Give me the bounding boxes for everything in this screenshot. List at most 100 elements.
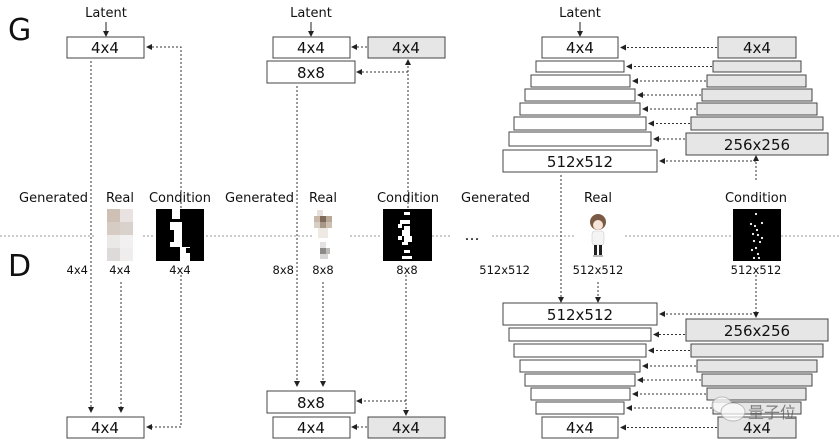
- real-res: 8x8: [312, 263, 333, 277]
- d-cond-block: [706, 387, 807, 401]
- keypoint-dot: [756, 233, 760, 237]
- condition-res: 8x8: [396, 263, 417, 277]
- g-cond-block-label: 4x4: [392, 39, 420, 57]
- d-cond-block-label: 4x4: [392, 419, 420, 437]
- keypoint-dot: [754, 246, 758, 250]
- real-image-4x4: [107, 209, 133, 261]
- real-label: Real: [309, 191, 337, 206]
- d-block-label: 512x512: [547, 306, 613, 324]
- latent-label: Latent: [290, 6, 332, 21]
- g-cond-block: [696, 102, 818, 116]
- d-block-label: 8x8: [297, 394, 325, 412]
- condition-res: 4x4: [169, 263, 190, 277]
- d-cond-block-label: 4x4: [743, 419, 771, 437]
- keypoint-dot: [756, 252, 760, 256]
- g-block-4x4: [272, 36, 351, 59]
- d-block-label: 4x4: [297, 419, 325, 437]
- g-pyramid: 4x4 512x512 4x4 256x256: [502, 36, 829, 173]
- generated-label: Generated: [225, 191, 294, 206]
- keypoint-dot: [754, 212, 758, 216]
- d-cond-block: [696, 359, 818, 373]
- g-block-label: 8x8: [297, 64, 325, 82]
- condition-label: Condition: [377, 191, 439, 206]
- d-cond-block: [717, 416, 797, 439]
- keypoint-dot: [753, 224, 757, 228]
- d-cond-block: [685, 318, 829, 342]
- d-cond-block: [690, 343, 824, 358]
- generated-label: Generated: [461, 191, 530, 206]
- real-label: Real: [584, 191, 612, 206]
- d-block: [508, 327, 652, 342]
- g-block: [508, 131, 652, 147]
- condition-image-4x4: [156, 209, 204, 261]
- g-block-label: 4x4: [91, 39, 119, 57]
- g-block: [530, 74, 631, 88]
- condition-label: Condition: [725, 191, 787, 206]
- keypoint-dot: [757, 256, 761, 260]
- g-block: [535, 60, 625, 73]
- d-cond-block-4x4: [367, 416, 446, 439]
- keypoint-dot: [760, 236, 764, 240]
- condition-res: 512x512: [731, 263, 782, 277]
- g-block: [502, 149, 658, 173]
- latent-label: Latent: [85, 6, 127, 21]
- g-block-label: 4x4: [297, 39, 325, 57]
- d-pyramid: 512x512 4x4 256x256 4x4: [502, 302, 829, 439]
- keypoint-dot: [751, 232, 755, 236]
- keypoint-dot: [752, 239, 756, 243]
- g-block: [513, 116, 647, 131]
- latent-label: Latent: [559, 6, 601, 21]
- g-block-8x8: [266, 60, 356, 84]
- condition-image-8x8: [383, 209, 432, 261]
- g-cond-block: [690, 116, 824, 131]
- real-res: 512x512: [573, 263, 624, 277]
- d-block: [502, 302, 658, 326]
- generated-res: 8x8: [273, 263, 294, 277]
- g-block-label: 4x4: [566, 39, 594, 57]
- d-block: [530, 387, 631, 401]
- condition-image-512x512: [733, 209, 781, 261]
- d-block-4x4: [66, 416, 145, 439]
- g-cond-block: [706, 74, 807, 88]
- g-block-label: 512x512: [547, 153, 613, 171]
- g-cond-block: [712, 60, 802, 73]
- d-block: [519, 359, 641, 373]
- stage-512x512: Latent 4x4 512x512 4x4 256x256 512x512 4x4 25…: [461, 6, 829, 439]
- g-block: [524, 88, 636, 102]
- generated-label: Generated: [19, 191, 88, 206]
- stage-4x4: Latent 4x4 Generated Real Condition: [19, 6, 211, 439]
- g-cond-block-label: 256x256: [724, 136, 790, 154]
- g-block: [541, 36, 619, 59]
- keypoint-dot: [755, 228, 759, 232]
- real-image-512x512: [590, 214, 606, 257]
- d-block-label: 4x4: [566, 419, 594, 437]
- g-block: [519, 102, 641, 116]
- d-block: [513, 343, 647, 358]
- g-cond-block-label: 4x4: [743, 39, 771, 57]
- d-block: [524, 373, 636, 387]
- d-block: [535, 401, 625, 415]
- keypoint-dot: [758, 240, 762, 244]
- d-cond-block: [701, 373, 813, 387]
- real-label: Real: [106, 191, 134, 206]
- keypoint-dot: [750, 248, 754, 252]
- g-cond-block-4x4: [367, 36, 446, 59]
- real-image-8x8: [314, 210, 332, 259]
- watermark-text: 量子位: [748, 403, 796, 422]
- stage-8x8: Latent 4x4 4x4 8x8 Generated Real Condit…: [225, 6, 446, 439]
- condition-label: Condition: [149, 191, 211, 206]
- g-block-4x4: [66, 36, 145, 59]
- keypoint-dot: [749, 222, 753, 226]
- d-cond-block-label: 256x256: [724, 322, 790, 340]
- generator-label: G: [8, 13, 31, 48]
- keypoint-dot: [752, 256, 756, 260]
- g-cond-block: [701, 88, 813, 102]
- generated-res: 512x512: [479, 263, 530, 277]
- d-block-4x4: [272, 416, 351, 439]
- generated-res: 4x4: [67, 263, 88, 277]
- ellipsis: …: [465, 226, 480, 244]
- discriminator-label: D: [8, 249, 31, 284]
- d-block-label: 4x4: [91, 419, 119, 437]
- real-res: 4x4: [109, 263, 130, 277]
- d-block: [541, 416, 619, 439]
